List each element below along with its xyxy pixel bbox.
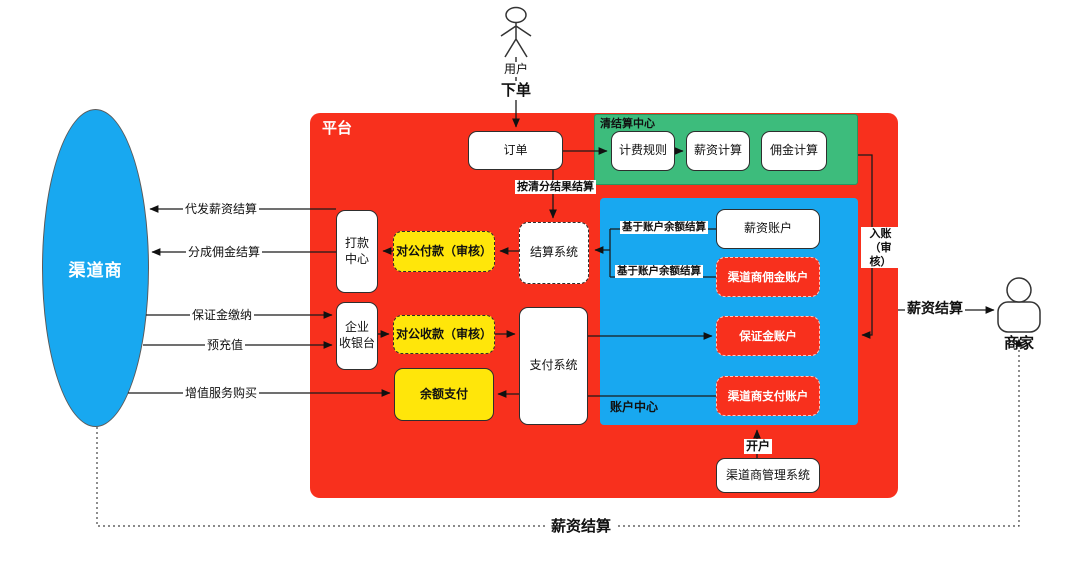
node-salary-calc: 薪资计算: [686, 131, 750, 171]
by-balance-label-2: 基于账户余额结算: [615, 265, 703, 279]
node-salary-account: 薪资账户: [716, 209, 820, 249]
node-settle-system: 结算系统: [519, 222, 589, 284]
user-icon: [500, 6, 532, 58]
order-action-label: 下单: [499, 81, 534, 100]
node-deposit-account: 保证金账户: [716, 316, 820, 356]
merchant-icon: [997, 277, 1041, 333]
channel-label: 渠道商: [68, 260, 123, 281]
node-payout-center: 打款 中心: [336, 210, 378, 293]
precharge-label: 预充值: [205, 338, 246, 353]
salary-settle-right-label: 薪资结算: [905, 301, 965, 319]
account-center-label: 账户中心: [610, 400, 659, 414]
node-payment-account: 渠道商支付账户: [716, 376, 820, 416]
node-corp-collect: 对公收款（审核）: [393, 315, 495, 354]
node-billing-rules: 计费规则: [611, 131, 675, 171]
user-label: 用户: [502, 62, 531, 77]
by-balance-label-1: 基于账户余额结算: [620, 221, 708, 235]
node-pay-system: 支付系统: [519, 307, 588, 425]
node-cashier: 企业 收银台: [336, 302, 378, 370]
salary-agent-label: 代发薪资结算: [183, 202, 260, 217]
vas-purchase-label: 增值服务购买: [183, 386, 260, 401]
node-commission-account: 渠道商佣金账户: [716, 257, 820, 297]
node-corp-pay: 对公付款（审核）: [393, 231, 495, 272]
merchant-label: 商家: [1003, 334, 1034, 352]
deposit-pay-label: 保证金缴纳: [190, 308, 255, 323]
clearing-label: 清结算中心: [600, 117, 655, 130]
channel-ellipse: 渠道商: [42, 109, 149, 427]
booking-review-label: 入账 （审核）: [861, 227, 900, 269]
node-commission-calc: 佣金计算: [761, 131, 827, 171]
open-account-label: 开户: [744, 439, 773, 454]
platform-label: 平台: [322, 119, 353, 137]
node-channel-mgmt: 渠道商管理系统: [716, 458, 820, 493]
commission-share-label: 分成佣金结算: [186, 245, 263, 260]
by-clearing-result-label: 按清分结果结算: [515, 180, 596, 194]
node-balance-pay: 余额支付: [394, 368, 494, 421]
salary-settle-bottom-label: 薪资结算: [547, 517, 616, 536]
node-order: 订单: [468, 131, 563, 170]
